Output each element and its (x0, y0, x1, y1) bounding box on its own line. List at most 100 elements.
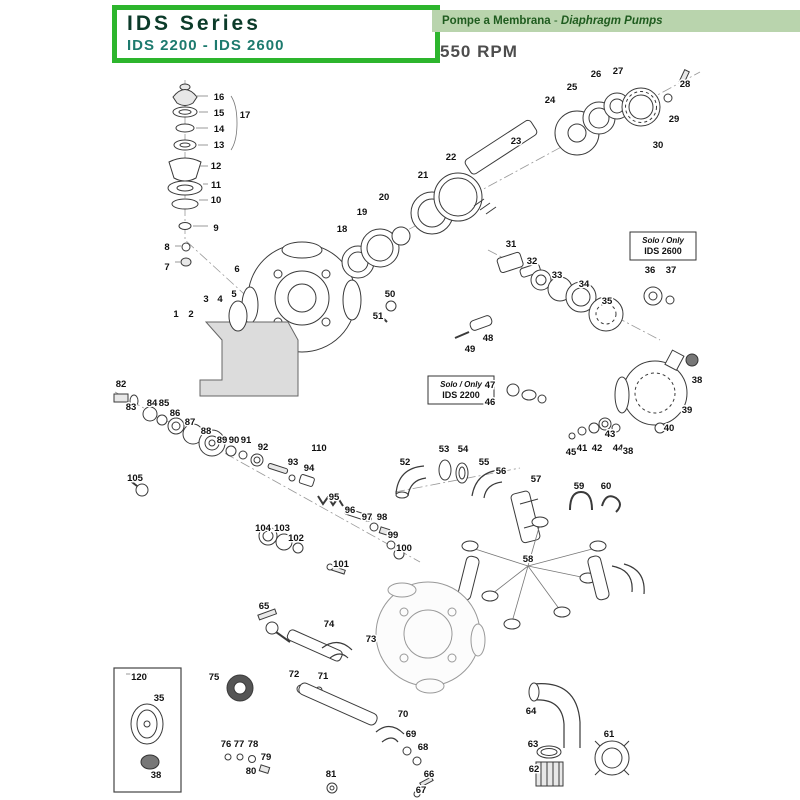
part-number-52: 52 (400, 457, 411, 468)
part-number-91: 91 (241, 435, 252, 446)
part-number-48: 48 (483, 333, 494, 344)
part-number-50: 50 (385, 289, 396, 300)
part-number-31: 31 (506, 239, 517, 250)
part-number-24: 24 (545, 95, 556, 106)
part-number-29: 29 (669, 114, 680, 125)
part-number-35: 35 (154, 693, 165, 704)
part-number-88: 88 (201, 426, 212, 437)
part-number-94: 94 (304, 463, 315, 474)
part-number-68: 68 (418, 742, 429, 753)
part-number-86: 86 (170, 408, 181, 419)
part-number-33: 33 (552, 270, 563, 281)
part-number-100: 100 (396, 543, 412, 554)
part-number-38: 38 (623, 446, 634, 457)
part-number-54: 54 (458, 444, 469, 455)
part-number-45: 45 (566, 447, 577, 458)
part-number-65: 65 (259, 601, 270, 612)
part-number-101: 101 (333, 559, 350, 570)
part-number-35: 35 (602, 296, 613, 307)
part-number-83: 83 (126, 402, 137, 413)
part-number-104: 104 (255, 523, 272, 534)
part-number-67: 67 (416, 785, 427, 796)
only-note-line2: IDS 2600 (644, 246, 682, 256)
part-number-43: 43 (605, 429, 616, 440)
part-number-9: 9 (213, 223, 218, 234)
part-number-85: 85 (159, 398, 170, 409)
part-number-105: 105 (127, 473, 144, 484)
part-number-18: 18 (337, 224, 348, 235)
part-number-81: 81 (326, 769, 337, 780)
series-range: IDS 2200 - IDS 2600 (127, 37, 285, 54)
part-number-42: 42 (592, 443, 603, 454)
part-number-26: 26 (591, 69, 602, 80)
diaphragm-group-drawing (113, 393, 405, 575)
part-number-60: 60 (601, 481, 612, 492)
part-number-39: 39 (682, 405, 693, 416)
part-number-14: 14 (214, 124, 225, 135)
part-number-38: 38 (151, 770, 162, 781)
piston-group-drawing (380, 251, 675, 404)
part-number-8: 8 (164, 242, 169, 253)
pump-type-banner: Pompe a Membrana - Diaphragm Pumps (432, 10, 800, 32)
part-number-32: 32 (527, 256, 538, 267)
part-number-77: 77 (234, 739, 245, 750)
part-number-66: 66 (424, 769, 435, 780)
part-number-6: 6 (234, 264, 239, 275)
part-number-53: 53 (439, 444, 450, 455)
part-number-61: 61 (604, 729, 615, 740)
banner-separator: - (550, 15, 561, 27)
only-note-line1: Solo / Only (440, 380, 482, 389)
part-number-63: 63 (528, 739, 539, 750)
outlet-elbow-drawing (528, 682, 630, 787)
part-number-73: 73 (366, 634, 377, 645)
part-number-102: 102 (288, 533, 304, 544)
repair-kit-box (113, 667, 182, 793)
part-number-16: 16 (214, 92, 225, 103)
part-number-13: 13 (214, 140, 225, 151)
part-number-110: 110 (311, 443, 326, 454)
part-number-1: 1 (173, 309, 179, 320)
series-title: IDS Series (127, 12, 261, 35)
part-number-37: 37 (666, 265, 677, 276)
part-number-79: 79 (261, 752, 272, 763)
part-number-7: 7 (164, 262, 169, 273)
part-number-69: 69 (406, 729, 417, 740)
part-number-103: 103 (274, 523, 290, 534)
pump-body-ghost-drawing (375, 581, 486, 694)
part-number-36: 36 (645, 265, 656, 276)
part-number-25: 25 (567, 82, 578, 93)
part-number-80: 80 (246, 766, 257, 777)
part-number-5: 5 (231, 289, 237, 300)
part-number-34: 34 (579, 279, 590, 290)
part-number-58: 58 (523, 554, 534, 565)
fittings-drawing (395, 459, 645, 630)
part-number-15: 15 (214, 108, 225, 119)
part-number-3: 3 (203, 294, 208, 305)
part-number-84: 84 (147, 398, 158, 409)
part-number-55: 55 (479, 457, 490, 468)
part-number-41: 41 (577, 443, 588, 454)
part-number-19: 19 (357, 207, 368, 218)
part-number-46: 46 (485, 397, 496, 408)
rpm-label: 550 RPM (440, 42, 518, 61)
only-note-box-1 (427, 375, 495, 405)
pump-head-drawing (568, 349, 699, 440)
part-number-82: 82 (116, 379, 127, 390)
part-number-27: 27 (613, 66, 624, 77)
banner-text-english: Diaphragm Pumps (560, 15, 663, 27)
part-number-44: 44 (613, 443, 624, 454)
part-number-97: 97 (362, 512, 373, 523)
part-number-74: 74 (324, 619, 335, 630)
part-number-64: 64 (526, 706, 537, 717)
series-title-box: IDS Series IDS 2200 - IDS 2600 (112, 5, 440, 63)
only-note-line2: IDS 2200 (442, 390, 480, 400)
part-number-59: 59 (574, 481, 585, 492)
part-number-72: 72 (289, 669, 300, 680)
part-number-92: 92 (258, 442, 269, 453)
part-number-21: 21 (418, 170, 429, 181)
part-number-71: 71 (318, 671, 329, 682)
part-number-28: 28 (680, 79, 691, 90)
part-number-75: 75 (209, 672, 220, 683)
